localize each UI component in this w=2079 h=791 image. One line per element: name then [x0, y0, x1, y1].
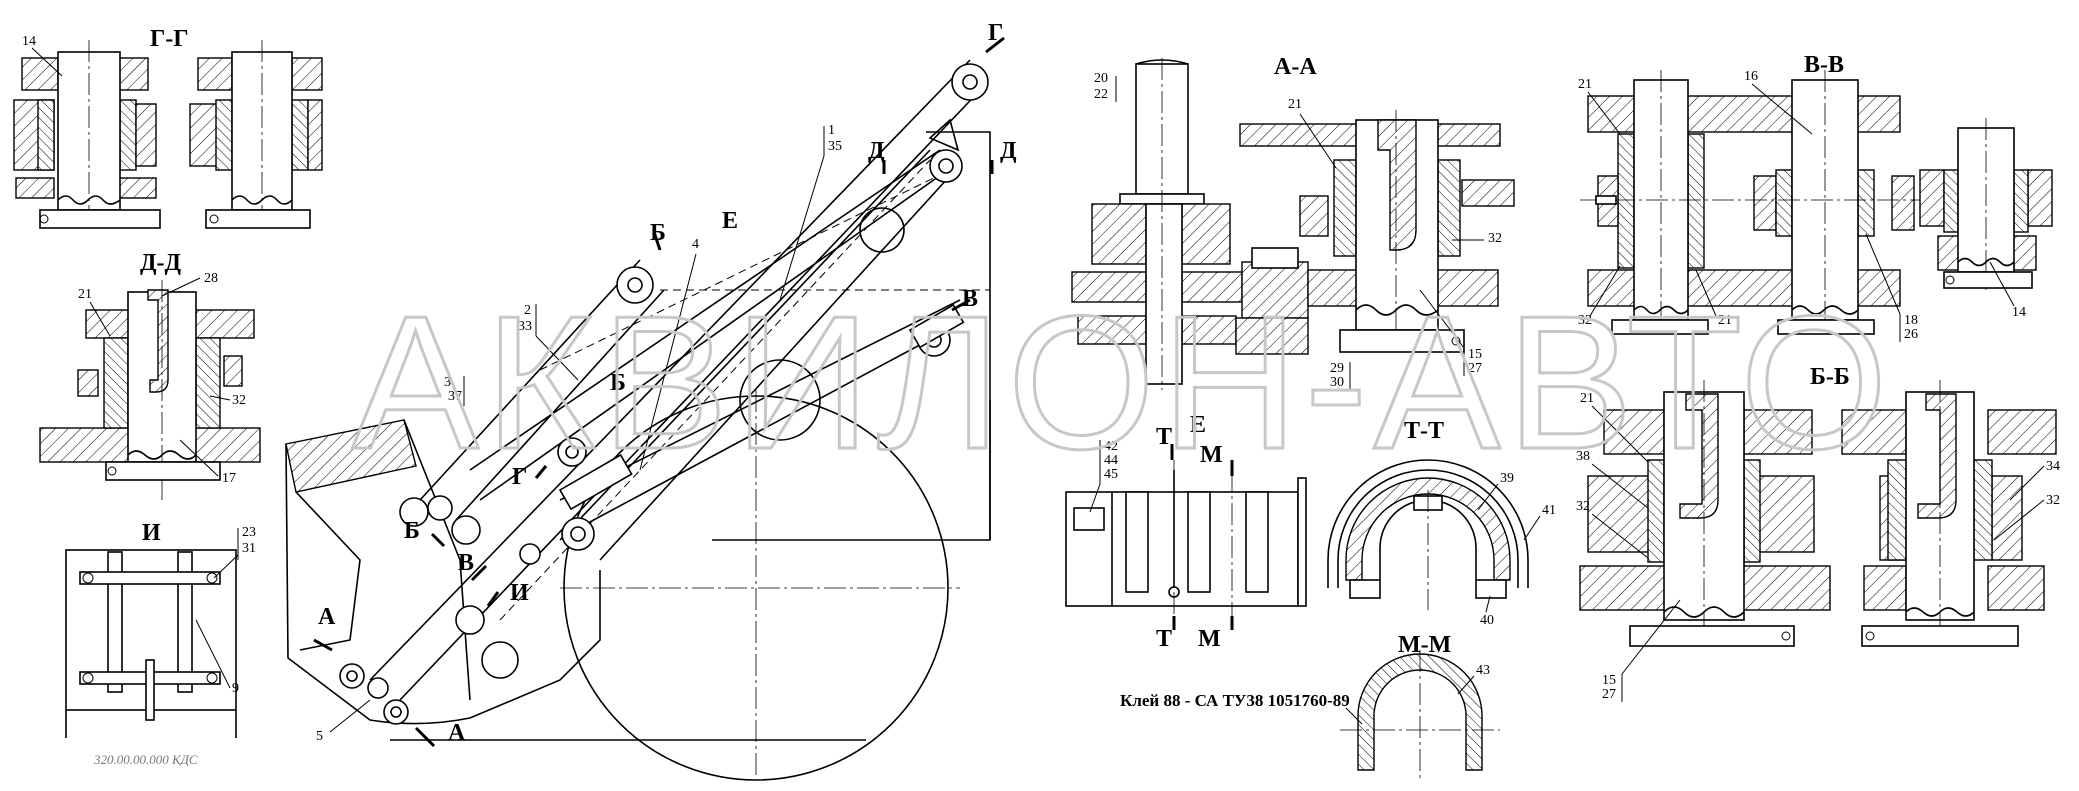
cut-mark-m-top: М: [1200, 442, 1223, 468]
section-bb-title: Б-Б: [1810, 364, 1850, 390]
section-vv-title: В-В: [1804, 52, 1844, 78]
callout-37: 37: [448, 389, 462, 404]
section-tt: Т-Т 39 41 40: [1327, 418, 1556, 628]
callout-15-aa: 15: [1468, 347, 1482, 362]
callout-35: 35: [828, 139, 842, 154]
cut-mark-g-top: Г: [988, 20, 1003, 46]
section-mm: М-М 43 Клей 88 - СА ТУ38 1051760-89: [1120, 632, 1500, 780]
callout-39: 39: [1500, 471, 1514, 486]
view-i: И 23 31 9 320.00.00.000 КДС: [65, 520, 256, 767]
callout-40: 40: [1480, 613, 1494, 628]
callout-21-aa: 21: [1288, 97, 1302, 112]
callout-43: 43: [1476, 663, 1490, 678]
cut-mark-v-lower: В: [458, 550, 474, 576]
callout-32-dd: 32: [232, 393, 246, 408]
callout-23: 23: [242, 525, 256, 540]
view-i-title: И: [142, 520, 161, 546]
cut-mark-g-left: Г: [512, 464, 527, 490]
callout-21-bb: 21: [1580, 391, 1594, 406]
cut-mark-b-mid: Б: [610, 370, 626, 396]
section-vv: В-В 21 16 32 21 18 26: [1578, 52, 1920, 342]
cut-mark-e-mid: Е: [1190, 412, 1206, 438]
section-gg: Г-Г 14: [13, 26, 323, 230]
pin-view-14: 14: [1919, 118, 2053, 320]
watermark: АКВИЛОН-АВТО: [352, 277, 1894, 489]
section-bb: Б-Б 21 38 32 15 27: [1576, 364, 2060, 702]
callout-29: 29: [1330, 361, 1344, 376]
view-e: 42 44 45 Т М: [1065, 439, 1307, 652]
callout-3: 3: [444, 375, 451, 390]
drawing-stamp: 320.00.00.000 КДС: [93, 752, 198, 767]
callout-42: 42: [1104, 439, 1118, 454]
cut-mark-a-left: А: [318, 604, 336, 630]
callout-21-dd: 21: [78, 287, 92, 302]
cut-mark-e-upper: Е: [722, 208, 738, 234]
callout-38: 38: [1576, 449, 1590, 464]
callout-18: 18: [1904, 313, 1918, 328]
callout-31: 31: [242, 541, 256, 556]
callout-33: 33: [518, 319, 532, 334]
cut-mark-t-bottom: Т: [1156, 626, 1172, 652]
callout-32-vv: 32: [1578, 313, 1592, 328]
cut-mark-t-top: Т: [1156, 424, 1172, 450]
callout-30: 30: [1330, 375, 1344, 390]
adhesive-note: Клей 88 - СА ТУ38 1051760-89: [1120, 691, 1350, 710]
callout-2: 2: [524, 303, 531, 318]
cut-marks: Г Д Д В Б Б Б Г В И А А Е: [313, 20, 1017, 748]
cut-mark-b-left: Б: [404, 518, 420, 544]
callout-21-vv2: 21: [1718, 313, 1732, 328]
callout-1: 1: [828, 123, 835, 138]
callout-26: 26: [1904, 327, 1918, 342]
cut-mark-a-bottom: А: [448, 720, 466, 746]
section-dd-title: Д-Д: [140, 250, 182, 276]
callout-17: 17: [222, 471, 236, 486]
callout-5: 5: [316, 729, 323, 744]
section-gg-title: Г-Г: [150, 26, 189, 52]
section-dd: Д-Д 21 28 32 17: [39, 250, 261, 500]
cut-mark-d-right: Д: [1000, 138, 1017, 164]
callout-20: 20: [1094, 71, 1108, 86]
main-view: Г Д Д В Б Б Б Г В И А А Е 1 35: [285, 20, 1234, 781]
cut-mark-m-bottom: М: [1198, 626, 1221, 652]
callout-44: 44: [1104, 453, 1118, 468]
callout-32-bb: 32: [1576, 499, 1590, 514]
callout-15-bb: 15: [1602, 673, 1616, 688]
callout-34: 34: [2046, 459, 2060, 474]
callout-14a: 14: [22, 34, 36, 49]
section-tt-title: Т-Т: [1404, 418, 1444, 444]
cut-mark-i-lower: И: [510, 580, 529, 606]
cut-mark-v-right: В: [962, 286, 978, 312]
callout-32-aa: 32: [1488, 231, 1502, 246]
callout-27-aa: 27: [1468, 361, 1482, 376]
callout-27-bb: 27: [1602, 687, 1616, 702]
section-aa-title: А-А: [1274, 54, 1317, 80]
callout-14b: 14: [2012, 305, 2026, 320]
callout-41: 41: [1542, 503, 1556, 518]
cut-mark-d-left: Д: [868, 138, 885, 164]
callout-28: 28: [204, 271, 218, 286]
callout-16: 16: [1744, 69, 1758, 84]
joints: [339, 63, 989, 725]
section-aa: А-А 20 22 21 32 15 27: [1071, 54, 1515, 390]
callout-21-vv: 21: [1578, 77, 1592, 92]
callout-22: 22: [1094, 87, 1108, 102]
callout-4: 4: [692, 237, 699, 252]
cut-mark-b-upper: Б: [650, 220, 666, 246]
callout-32-bb2: 32: [2046, 493, 2060, 508]
callout-9: 9: [232, 681, 239, 696]
callout-45: 45: [1104, 467, 1118, 482]
